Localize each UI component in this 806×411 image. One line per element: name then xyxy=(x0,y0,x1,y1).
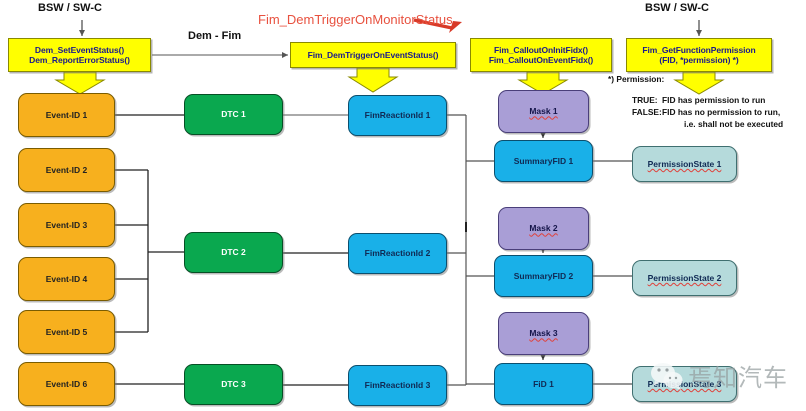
header-bsw-swc-left: BSW / SW-C xyxy=(38,2,102,14)
dtc-reaction-links xyxy=(283,114,348,386)
event-id-6[interactable]: Event-ID 6 xyxy=(18,362,115,406)
fim-reaction-id-1[interactable]: FimReactionId 1 xyxy=(348,95,447,136)
permission-legend-row-true: TRUE: FID has permission to run xyxy=(632,94,783,106)
event-dtc-links xyxy=(115,114,184,385)
block-arrow-fim-callout xyxy=(517,71,569,95)
permission-legend-title: *) Permission: xyxy=(608,74,665,84)
fim-reaction-id-3[interactable]: FimReactionId 3 xyxy=(348,365,447,406)
red-pointer-arrow xyxy=(413,18,462,33)
mask-1-label: Mask 1 xyxy=(529,106,558,117)
permission-state-3-label: PermissionState 3 xyxy=(647,378,722,389)
dtc-3[interactable]: DTC 3 xyxy=(184,364,283,405)
event-id-3[interactable]: Event-ID 3 xyxy=(18,203,115,247)
permission-state-3[interactable]: PermissionState 3 xyxy=(632,366,737,402)
mask-2-label: Mask 2 xyxy=(529,223,558,234)
fim-demtrigger-onmonitorstatus-annotation: Fim_DemTriggerOnMonitorStatus xyxy=(258,12,453,27)
permission-legend: TRUE: FID has permission to run FALSE: F… xyxy=(632,94,783,131)
fim-getfunctionpermission-line-1: Fim_GetFunctionPermission xyxy=(642,44,756,55)
dem-api-line-1: Dem_SetEventStatus() xyxy=(34,44,125,55)
fim-reaction-id-2[interactable]: FimReactionId 2 xyxy=(348,233,447,274)
fim-getfunctionpermission-api-box[interactable]: Fim_GetFunctionPermission (FID, *permiss… xyxy=(626,38,772,72)
dem-api-box[interactable]: Dem_SetEventStatus() Dem_ReportErrorStat… xyxy=(8,38,151,72)
header-bsw-swc-right: BSW / SW-C xyxy=(645,2,709,14)
event-id-4[interactable]: Event-ID 4 xyxy=(18,257,115,301)
fim-getfunctionpermission-line-2: (FID, *permission) *) xyxy=(659,55,739,65)
fid-1[interactable]: FiD 1 xyxy=(494,363,593,405)
reaction-fid-links xyxy=(447,114,494,386)
fim-callout-api-line-2: Fim_CalloutOnEventFidx() xyxy=(488,55,594,65)
mask-3-label: Mask 3 xyxy=(529,328,558,339)
permission-legend-key-false: FALSE: xyxy=(632,107,662,118)
event-id-2[interactable]: Event-ID 2 xyxy=(18,148,115,192)
permission-legend-value-continuation: i.e. shall not be executed xyxy=(684,119,784,130)
dtc-1[interactable]: DTC 1 xyxy=(184,94,283,135)
fim-demtrigger-api-box[interactable]: Fim_DemTriggerOnEventStatus() xyxy=(290,42,456,68)
summary-fid-1[interactable]: SummaryFID 1 xyxy=(494,140,593,182)
permission-legend-row-false: FALSE: FID has no permission to run, xyxy=(632,106,783,118)
block-arrow-fim-trigger xyxy=(347,67,399,93)
mask-2[interactable]: Mask 2 xyxy=(498,207,589,250)
fim-callout-api-line-1: Fim_CalloutOnInitFidx() xyxy=(493,44,589,55)
mask-3[interactable]: Mask 3 xyxy=(498,312,589,355)
permission-state-1[interactable]: PermissionState 1 xyxy=(632,146,737,182)
mask-1[interactable]: Mask 1 xyxy=(498,90,589,133)
permission-state-2[interactable]: PermissionState 2 xyxy=(632,260,737,296)
event-id-5[interactable]: Event-ID 5 xyxy=(18,310,115,354)
permission-state-2-label: PermissionState 2 xyxy=(647,272,722,283)
permission-legend-row-continuation: i.e. shall not be executed xyxy=(632,118,783,130)
permission-legend-key-true: TRUE: xyxy=(632,95,658,105)
fim-demtrigger-api-line-1: Fim_DemTriggerOnEventStatus() xyxy=(307,49,439,60)
dem-api-line-2: Dem_ReportErrorStatus() xyxy=(29,55,130,65)
permission-legend-value-false: FID has no permission to run, xyxy=(662,107,781,118)
block-arrow-get-permission xyxy=(673,71,725,95)
summary-fid-2[interactable]: SummaryFID 2 xyxy=(494,255,593,297)
permission-legend-key-blank xyxy=(632,118,662,130)
dtc-2[interactable]: DTC 2 xyxy=(184,232,283,273)
event-id-1[interactable]: Event-ID 1 xyxy=(18,93,115,137)
permission-legend-value-true: FID has permission to run xyxy=(662,95,766,105)
header-dem-fim-link: Dem - Fim xyxy=(188,30,242,42)
block-arrow-dem xyxy=(54,71,106,95)
fid-permission-links xyxy=(593,160,632,385)
permission-state-1-label: PermissionState 1 xyxy=(647,158,722,169)
fim-callout-api-box[interactable]: Fim_CalloutOnInitFidx() Fim_CalloutOnEve… xyxy=(470,38,612,72)
